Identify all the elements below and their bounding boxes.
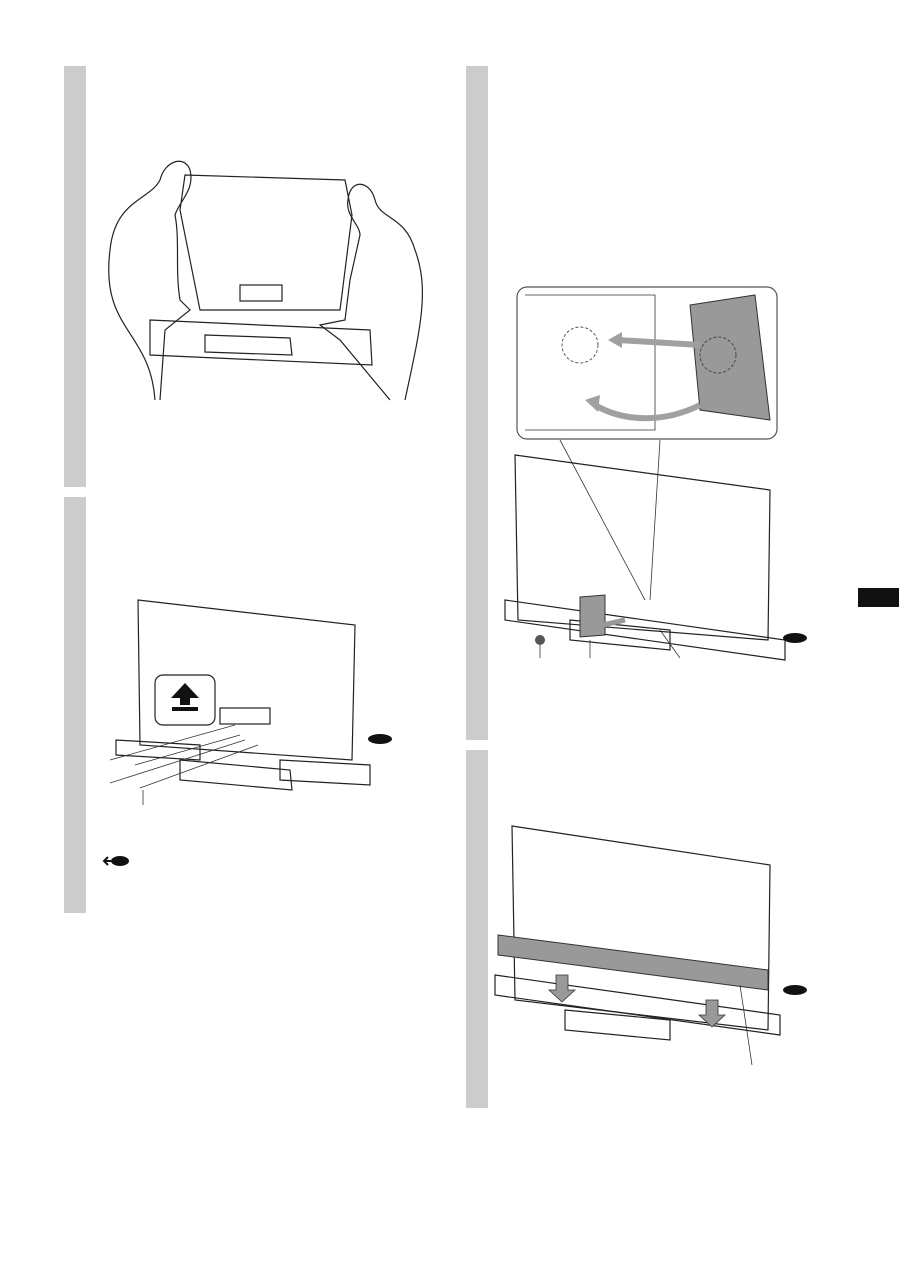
illustration-lifting-tv [108, 160, 423, 401]
down-arrow-icon [697, 999, 727, 1028]
step-bar-1 [64, 66, 86, 487]
step-bar-3 [466, 66, 488, 740]
step-bar-4 [466, 750, 488, 1108]
down-arrow-icon [547, 974, 577, 1003]
illustration-attach-bar [494, 825, 807, 1066]
step-bar-2 [64, 497, 86, 913]
illustration-attach-cover [504, 286, 807, 661]
illustration-remove-screws [102, 599, 392, 866]
screwdriver-icon [783, 633, 807, 643]
screwdriver-icon [783, 985, 807, 995]
screw-icons [109, 724, 259, 805]
screwdriver-icon [368, 734, 392, 744]
up-arrow-icon [171, 683, 199, 705]
remove-icon [111, 856, 129, 866]
section-tab [858, 588, 899, 607]
